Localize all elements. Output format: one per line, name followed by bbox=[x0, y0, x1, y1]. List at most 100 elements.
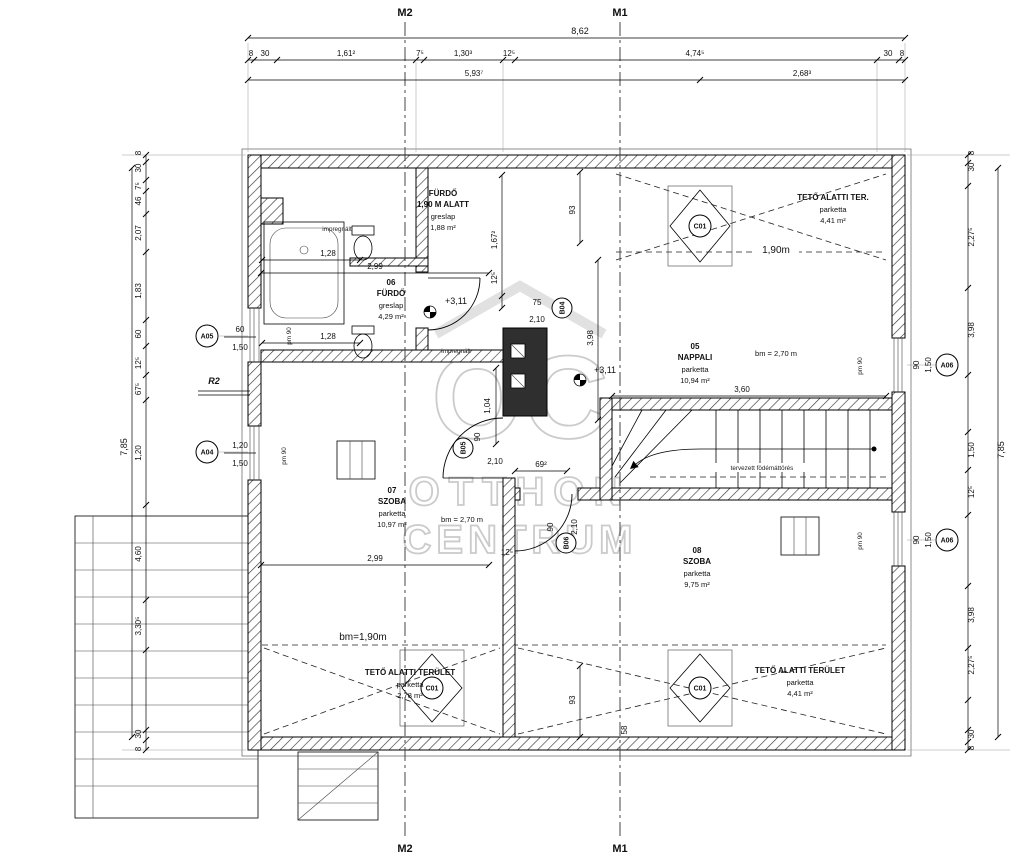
roof-windows: C01 C01 C01 bbox=[399, 185, 733, 727]
roof-height-bm190: bm=1,90m bbox=[339, 632, 387, 643]
svg-text:1,88 m²: 1,88 m² bbox=[430, 223, 456, 232]
svg-text:4,74⁵: 4,74⁵ bbox=[686, 49, 705, 58]
ceiling-height-room07: bm = 2,70 m bbox=[441, 515, 483, 524]
svg-text:3,98: 3,98 bbox=[967, 607, 976, 623]
dim-128a: 1,28 bbox=[258, 249, 364, 264]
svg-text:1,61²: 1,61² bbox=[337, 49, 356, 58]
dim-hall-167: 1,67² 12⁵ bbox=[490, 171, 506, 312]
svg-text:90: 90 bbox=[546, 522, 555, 531]
svg-text:2,99: 2,99 bbox=[367, 554, 383, 563]
marker-b06: B06 90 2,10 12⁵ bbox=[501, 519, 579, 557]
svg-text:8: 8 bbox=[900, 49, 905, 58]
wall-left-a bbox=[247, 154, 262, 309]
room-label-room07: 07 SZOBA parketta 10,97 m² bm = 2,70 m bbox=[377, 486, 483, 529]
wall-center-vertical bbox=[502, 477, 516, 738]
svg-text:B04: B04 bbox=[560, 301, 567, 314]
svg-text:parketta: parketta bbox=[683, 569, 711, 578]
dimension-lines: 8,62 8 30 1,61² 7⁵ 1,30³ 12⁵ 4,74⁵ 30 8 … bbox=[119, 26, 1006, 754]
stair-note: tervezett födémáttörés bbox=[731, 465, 794, 472]
room-label-bath: 06 FÜRDŐ greslap 4,29 m² bbox=[377, 278, 405, 321]
impregnalt-note-1: impregnált bbox=[322, 226, 352, 233]
svg-text:2,68³: 2,68³ bbox=[793, 69, 812, 78]
svg-text:2,07: 2,07 bbox=[134, 225, 143, 241]
svg-text:SZOBA: SZOBA bbox=[378, 497, 406, 506]
svg-text:7⁵: 7⁵ bbox=[134, 182, 143, 190]
window-a05 bbox=[248, 307, 261, 363]
svg-text:A06: A06 bbox=[941, 538, 954, 545]
svg-text:12⁵: 12⁵ bbox=[501, 548, 513, 557]
svg-text:60: 60 bbox=[134, 329, 143, 338]
wall-top bbox=[247, 154, 906, 169]
wall-bath-divider bbox=[349, 257, 429, 267]
misc-labels: impregnált impregnált pm 90 pm 90 pm 90 … bbox=[198, 226, 864, 550]
svg-text:30: 30 bbox=[967, 162, 976, 171]
svg-text:9,75 m²: 9,75 m² bbox=[684, 580, 710, 589]
marker-c01: C01 bbox=[426, 686, 439, 693]
wall-stub bbox=[514, 487, 521, 501]
dim-top-row1: 8 30 1,61² 7⁵ 1,30³ 12⁵ 4,74⁵ 30 8 bbox=[244, 49, 909, 64]
svg-text:1,28: 1,28 bbox=[320, 332, 336, 341]
svg-text:3,98: 3,98 bbox=[586, 330, 595, 346]
wall-pier-topleft bbox=[260, 197, 284, 225]
wall-left-c bbox=[247, 479, 262, 751]
svg-text:B05: B05 bbox=[461, 441, 468, 454]
dim-left-total: 7,85 bbox=[119, 164, 136, 741]
section-lines: M2 M1 M2 M1 bbox=[397, 7, 627, 855]
svg-text:5,93⁷: 5,93⁷ bbox=[465, 69, 484, 78]
dim-128b: 1,28 bbox=[258, 332, 364, 347]
cabinet-room08 bbox=[780, 516, 820, 556]
svg-text:FÜRDŐ: FÜRDŐ bbox=[429, 189, 457, 198]
svg-text:parketta: parketta bbox=[396, 680, 424, 689]
svg-text:93: 93 bbox=[568, 205, 577, 214]
svg-text:90: 90 bbox=[912, 360, 921, 369]
svg-text:30: 30 bbox=[134, 729, 143, 738]
svg-text:4,29 m²: 4,29 m² bbox=[378, 312, 404, 321]
door-b04 bbox=[427, 277, 481, 331]
door-b05 bbox=[442, 417, 504, 479]
watermark-roof-icon bbox=[433, 280, 607, 339]
marker-a05: A05 60 1,50 bbox=[195, 324, 256, 352]
svg-text:3,98: 3,98 bbox=[967, 322, 976, 338]
svg-text:7⁵: 7⁵ bbox=[416, 49, 424, 58]
wall-stair-top bbox=[611, 397, 893, 411]
svg-text:7,85: 7,85 bbox=[996, 441, 1006, 459]
svg-text:1,04: 1,04 bbox=[483, 398, 492, 414]
dim-right-total: 7,85 bbox=[994, 164, 1006, 741]
dim-top-total: 8,62 bbox=[244, 26, 909, 42]
svg-text:07: 07 bbox=[388, 486, 397, 495]
svg-text:2,78 m²: 2,78 m² bbox=[397, 691, 423, 700]
extension-lines bbox=[122, 43, 1010, 751]
wall-left-b bbox=[247, 361, 262, 427]
svg-text:1,28: 1,28 bbox=[320, 249, 336, 258]
svg-text:67⁵: 67⁵ bbox=[134, 383, 143, 395]
marker-a06-top: A06 90 1,50 bbox=[907, 353, 959, 377]
svg-text:10,94 m²: 10,94 m² bbox=[680, 376, 710, 385]
svg-text:A05: A05 bbox=[201, 334, 214, 341]
roof-lines bbox=[262, 173, 887, 735]
svg-text:parketta: parketta bbox=[378, 509, 406, 518]
svg-text:2,10: 2,10 bbox=[529, 315, 545, 324]
room-label-roof-bottom-left: TETŐ ALATTI TERÜLET parketta 2,78 m² bm=… bbox=[337, 630, 455, 700]
svg-text:8: 8 bbox=[134, 150, 143, 155]
dim-right-chain: 8 30 2,27⁵ 3,98 1,50 12⁵ 3,98 2,27⁵ 30 8 bbox=[964, 150, 976, 754]
svg-text:TETŐ ALATTI TERÜLET: TETŐ ALATTI TERÜLET bbox=[755, 666, 845, 675]
svg-text:1,50: 1,50 bbox=[967, 442, 976, 458]
dim-stair-length: 3,60 bbox=[608, 385, 890, 400]
svg-text:R2: R2 bbox=[208, 376, 220, 386]
toilet-icon bbox=[351, 225, 375, 261]
doors bbox=[427, 277, 573, 552]
svg-text:3,60: 3,60 bbox=[734, 385, 750, 394]
svg-text:parketta: parketta bbox=[819, 205, 847, 214]
stairs: tervezett födémáttörés bbox=[611, 409, 888, 488]
sink-icon bbox=[351, 325, 375, 359]
elevation-mark-1: +3,11 bbox=[423, 296, 467, 319]
dim-hall-398: 3,98 bbox=[586, 256, 602, 424]
walk-line-arrow bbox=[630, 460, 639, 469]
svg-text:8: 8 bbox=[134, 746, 143, 751]
wall-right-c bbox=[891, 565, 906, 751]
svg-text:12⁵: 12⁵ bbox=[490, 272, 499, 284]
svg-text:2,27⁵: 2,27⁵ bbox=[967, 656, 976, 675]
terrace-deck bbox=[74, 515, 259, 819]
svg-text:06: 06 bbox=[387, 278, 396, 287]
svg-text:B06: B06 bbox=[564, 536, 571, 549]
